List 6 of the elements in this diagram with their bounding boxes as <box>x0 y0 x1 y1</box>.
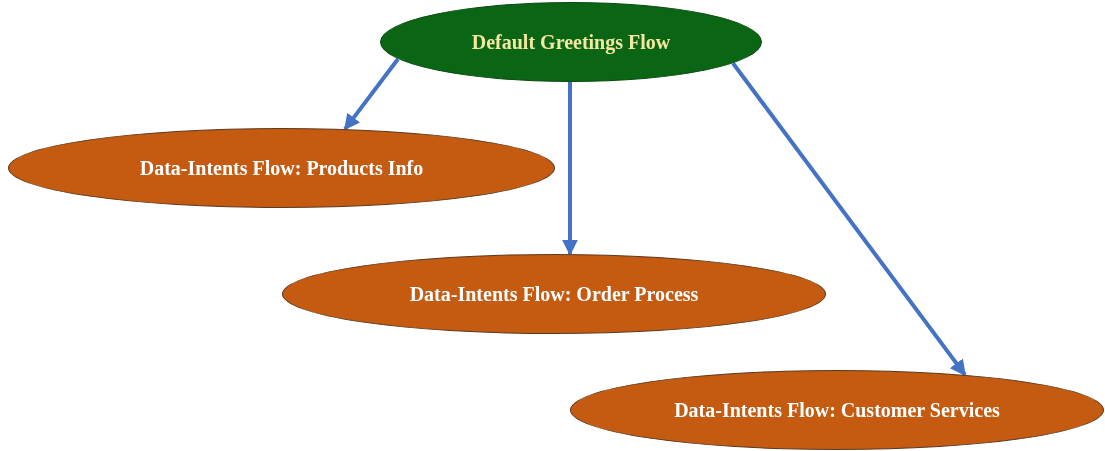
node-label: Default Greetings Flow <box>471 30 671 54</box>
node-label: Data-Intents Flow: Order Process <box>409 282 699 306</box>
arrow <box>731 62 967 377</box>
arrow <box>562 82 578 256</box>
node-label: Data-Intents Flow: Products Info <box>139 156 424 180</box>
node-label: Data-Intents Flow: Customer Services <box>674 398 1000 422</box>
